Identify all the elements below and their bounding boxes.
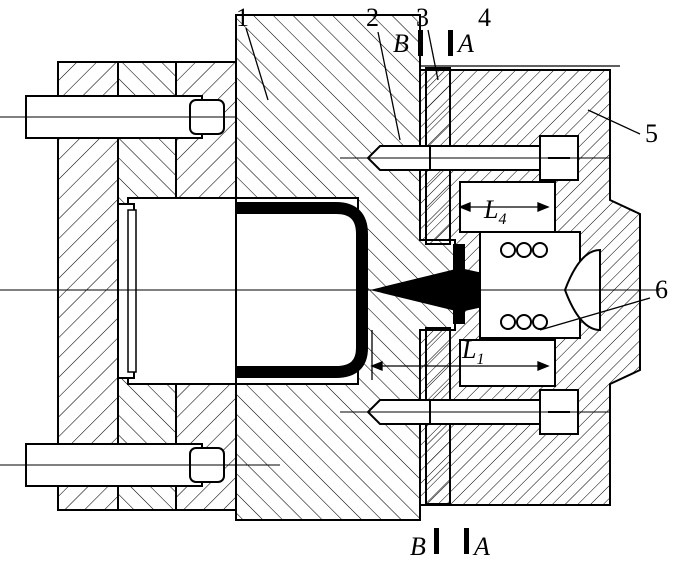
section-top-label-b: B [393,29,409,58]
part-label-1: 1 [236,3,249,32]
leader-lines [245,27,651,331]
section-top-label-a: A [456,29,474,58]
spring-balls [500,242,548,330]
part-label-5: 5 [645,119,658,148]
part-label-2: 2 [366,3,379,32]
section-bottom-label-a: A [472,532,490,561]
plunger-body [117,197,359,385]
bottom-guide-rod [0,443,280,487]
right-mold-body [419,69,641,506]
part-label-3: 3 [416,3,429,32]
bottom-screw [340,389,610,435]
dimension-label-l1: L1 [461,335,484,368]
dimension-label-l4: L4 [483,195,506,228]
part-label-6: 6 [655,275,668,304]
section-bottom-label-b: B [410,532,426,561]
part-label-4: 4 [478,3,491,32]
top-guide-rod [0,95,236,139]
section-marker-bars [418,30,469,554]
top-screw [340,135,610,181]
dimension-lines [370,202,550,380]
